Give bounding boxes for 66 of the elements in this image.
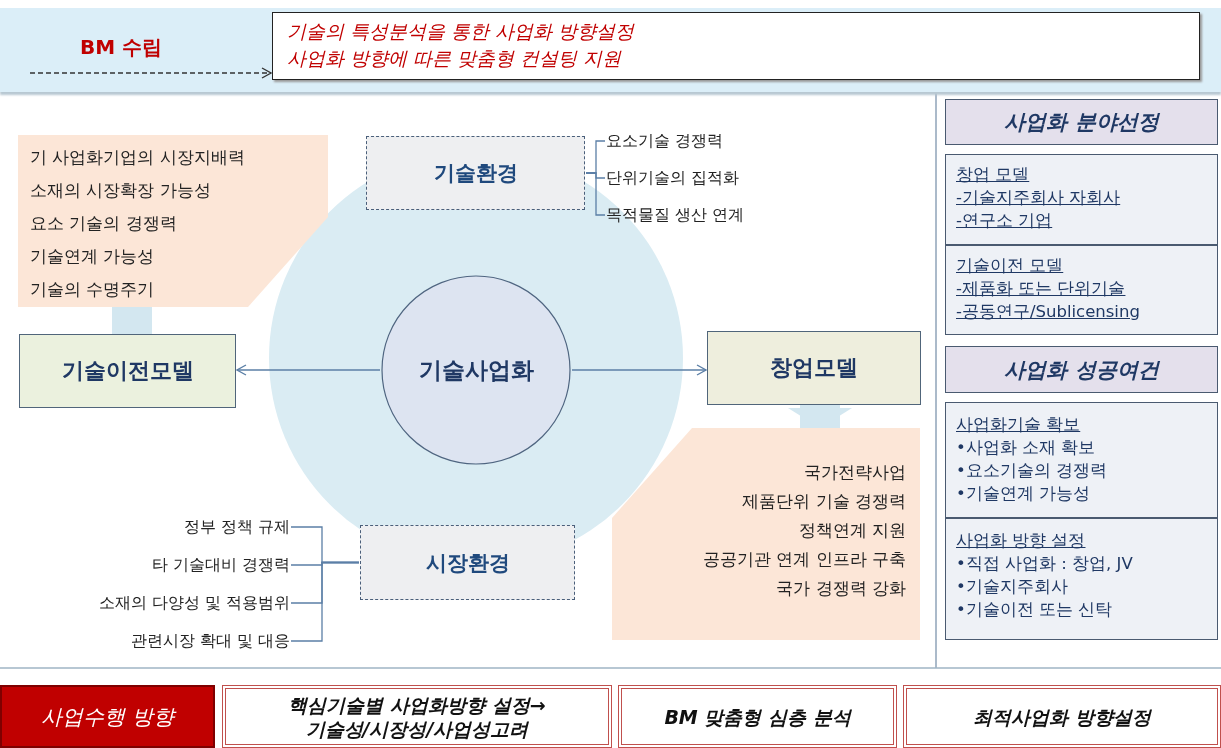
step-box <box>903 685 1221 748</box>
box-label: BM 맞춤형 심층 분석 <box>663 704 853 729</box>
info-box <box>945 518 1218 640</box>
step-box <box>618 685 897 748</box>
heading-label: 사업화 성공여건 <box>1004 356 1159 384</box>
dashed-box <box>360 525 575 600</box>
list-item: 타 기술대비 경쟁력 <box>151 554 290 576</box>
dashed-box <box>366 136 585 210</box>
note-text: 정책연계 지원 <box>797 519 906 542</box>
note-text: 소재의 시장확장 가능성 <box>30 179 212 202</box>
note-text: 기술연계 가능성 <box>30 245 156 268</box>
list-item: 소재의 다양성 및 적용범위 <box>98 592 290 614</box>
panel-item: •사업화 소재 확보 <box>956 437 1097 459</box>
note-text: 기술의 수명주기 <box>30 278 156 301</box>
info-box <box>945 154 1218 245</box>
panel-heading: 창업 모델 <box>956 164 1031 186</box>
block-arrow <box>788 405 852 428</box>
list-item: 단위기술의 집적화 <box>606 167 740 189</box>
direction-box <box>0 685 215 748</box>
heading-label: 사업화 분야선정 <box>1004 109 1159 136</box>
connector <box>29 67 272 79</box>
panel-item: -공동연구/Sublicensing <box>956 301 1141 323</box>
note-text: 제품단위 기술 경쟁력 <box>741 490 906 513</box>
box-label: 시장환경 <box>425 549 510 577</box>
panel-item: •기술이전 또는 신탁 <box>956 599 1114 621</box>
panel-item: •직접 사업화 : 창업, JV <box>956 553 1134 575</box>
panel-item: -제품화 또는 단위기술 <box>956 278 1127 300</box>
panel-item: •기술지주회사 <box>956 576 1069 598</box>
note-text: 요소 기술의 경쟁력 <box>30 212 178 235</box>
connector <box>236 364 381 376</box>
model-box <box>707 331 921 405</box>
callout-box <box>272 12 1200 80</box>
header-band <box>0 8 1221 92</box>
info-box <box>945 245 1218 335</box>
panel-item: -연구소 기업 <box>956 210 1054 232</box>
box-label: 핵심기술별 사업화방향 설정→ 기술성/시장성/사업성고려 <box>287 692 547 741</box>
connector <box>585 172 606 216</box>
model-box <box>19 334 236 408</box>
box-label: 최적사업화 방향설정 <box>972 704 1153 729</box>
note-text: 기 사업화기업의 시장지배력 <box>30 146 246 169</box>
list-item: 요소기술 경쟁력 <box>606 130 724 152</box>
connector <box>290 561 360 642</box>
circle-label: 기술사업화 <box>418 355 534 385</box>
heading-label: BM 수립 <box>80 34 163 61</box>
panel-heading: 기술이전 모델 <box>956 255 1065 277</box>
info-box <box>945 402 1218 518</box>
note-text: 국가전략사업 <box>803 461 906 484</box>
note-text: 공공기관 연계 인프라 구축 <box>701 548 906 571</box>
heading-box <box>945 346 1218 393</box>
callout-text: 사업화 방향에 따른 맞춤형 컨설팅 지원 <box>287 46 623 71</box>
note-text: 국가 경쟁력 강화 <box>775 577 906 600</box>
connector <box>571 364 707 376</box>
panel-heading: 사업화 방향 설정 <box>956 530 1087 552</box>
panel-item: •요소기술의 경쟁력 <box>956 460 1108 482</box>
list-item: 정부 정책 규제 <box>183 516 290 538</box>
list-item: 관련시장 확대 및 대응 <box>130 630 290 652</box>
box-label: 기술이전모델 <box>61 357 194 385</box>
heading-box <box>945 99 1218 145</box>
box-label: 기술환경 <box>433 160 518 187</box>
panel-item: •기술연계 가능성 <box>956 483 1091 505</box>
list-item: 목적물질 생산 연계 <box>606 204 745 226</box>
panel-heading: 사업화기술 확보 <box>956 414 1082 436</box>
panel-item: -기술지주회사 자회사 <box>956 187 1122 209</box>
step-box <box>222 685 612 748</box>
callout-text: 기술의 특성분석을 통한 사업화 방향설정 <box>287 19 636 44</box>
box-label: 창업모델 <box>770 354 858 382</box>
